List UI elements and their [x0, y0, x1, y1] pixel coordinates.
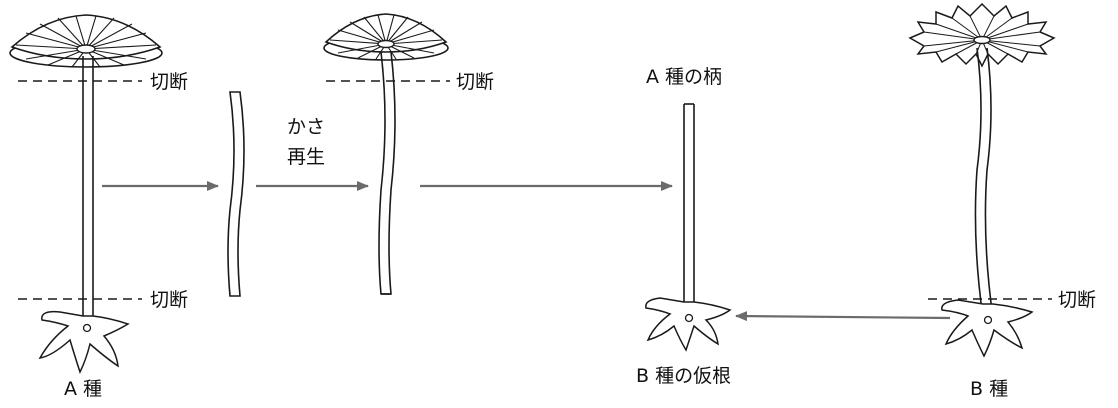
cap-a-icon [9, 14, 163, 68]
species-b-label: B 種 [970, 378, 1008, 400]
species-a-organism [9, 14, 163, 374]
cap-b-icon [908, 2, 1056, 68]
b-rhizoid-label: B 種の仮根 [636, 365, 731, 387]
cut-label-middle: 切断 [456, 71, 494, 93]
cut-label-a-bottom: 切断 [150, 289, 188, 311]
a-stalk-label: A 種の柄 [646, 66, 722, 88]
species-a-label: A 種 [64, 378, 102, 400]
rhizoid-b-icon [941, 299, 1034, 358]
rhizoid-a-icon [38, 310, 130, 374]
graft-stalk [683, 104, 695, 318]
stalk-b [974, 47, 994, 319]
cut-label-b: 切断 [1058, 289, 1096, 311]
stalk-a [82, 56, 94, 330]
arrow-4 [735, 311, 951, 322]
graft-rhizoid-icon [645, 297, 732, 352]
cut-label-a-top: 切断 [150, 71, 188, 93]
regenerated-cap-icon [323, 13, 449, 61]
regen-label-line1: かさ [287, 116, 325, 138]
cut-stalk-segment [227, 91, 245, 297]
regen-label-line2: 再生 [287, 146, 325, 168]
regenerated-stalk [378, 51, 396, 295]
